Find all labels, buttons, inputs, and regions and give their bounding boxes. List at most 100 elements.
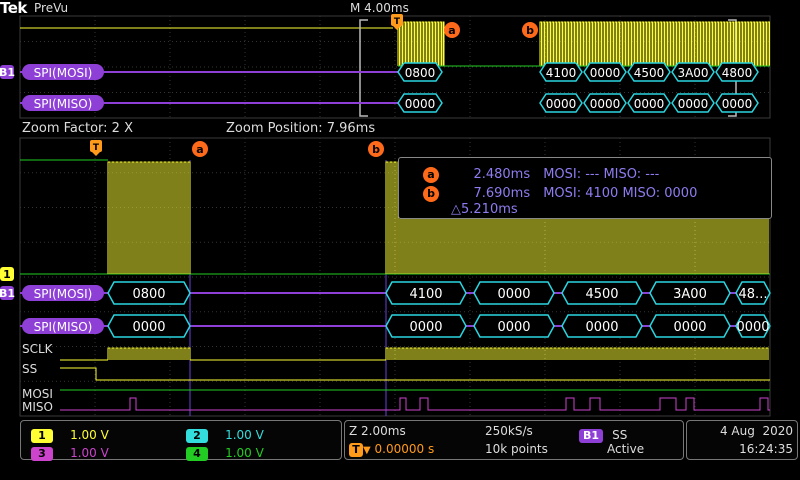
zoom-miso-3-value: 0000 [585,320,618,335]
mosi-digital-label: MOSI [22,387,53,401]
bus-trigger-source[interactable]: B1 SS [579,424,627,443]
overview-cursor-a-letter: a [448,24,455,37]
cursor-b-readout: b 7.690ms MOSI: 4100 MISO: 0000 [423,182,697,202]
timebase-panel[interactable]: Z 2.00ms T▼ 0.00000 s 250kS/s 10k points… [344,420,684,460]
zoom-miso-5-value: 0000 [736,320,769,335]
zoom-factor: Zoom Factor: 2 X [22,121,133,136]
overview-miso-4-value: 0000 [678,97,709,111]
trigger-arrow-icon: ▼ [363,445,371,456]
zoom-miso-2-packet [473,314,555,338]
overview-mosi-4-packet [671,62,715,82]
date: 4 Aug 2020 [719,424,793,438]
ch3-scale[interactable]: 3 1.00 V [31,442,109,461]
ch1-scale-value: 1.00 V [70,428,109,442]
zoom-cursor-b [368,141,384,157]
overview-mosi-1-value: 4100 [546,66,577,80]
zoom-cursor-a-letter: a [196,143,203,156]
zoom-miso-5-packet [735,314,771,338]
sclk-trace [385,347,769,360]
zoom-mosi-5-packet [735,281,771,305]
overview-mosi-2-packet [583,62,627,82]
overview-miso-0-value: 0000 [405,97,436,111]
zoom-miso-4-value: 0000 [673,320,706,335]
overview-miso-3-value: 0000 [634,97,665,111]
zoom-mosi-2-value: 0000 [497,287,530,302]
zoom-ch1-marker [0,267,14,281]
sclk-trace [107,347,191,360]
zoom-timebase: Z 2.00ms [349,424,406,438]
bus-state: Active [607,442,645,456]
ss-label: SS [22,362,37,376]
overview-miso-2-packet [583,93,627,113]
overview-mosi-5-value: 4800 [722,66,753,80]
overview-b1-marker [0,65,14,79]
ch4-scale-value: 1.00 V [225,446,264,460]
ss-trace [60,367,770,381]
ch2-scale-value: 1.00 V [225,428,264,442]
overview-mosi-3-packet [627,62,671,82]
tek-logo: Tek [0,0,27,17]
ch1-scale[interactable]: 1 1.00 V [31,424,109,443]
record-length: 10k points [485,442,548,456]
sample-rate: 250kS/s [485,424,533,438]
overview-cursor-b-letter: b [526,24,534,37]
zoom-miso-3-packet [561,314,643,338]
overview-mosi-0-packet [397,62,443,82]
overview-miso-5-value: 0000 [722,97,753,111]
zoom-mosi-3-packet [561,281,643,305]
overview-miso-1-packet [539,93,583,113]
overview-clock-burst [539,21,770,66]
main-timebase[interactable]: M 4.00ms [350,1,409,15]
overview-trigger-marker [391,14,403,26]
zoom-position: Zoom Position: 7.96ms [226,121,376,136]
zoom-miso-1-packet [385,314,467,338]
zoom-mosi-badge [22,285,104,301]
overview-b1-marker-text: B1 [0,66,15,79]
date-time-panel[interactable]: 4 Aug 2020 16:24:35 [686,420,798,460]
zoom-mosi-4-packet [649,281,731,305]
zoom-mosi-5-value: 48... [739,287,768,302]
zoom-cursor-a [192,141,208,157]
ch2-scale[interactable]: 2 1.00 V [186,424,264,443]
zoom-trigger-marker-letter: T [93,143,100,153]
channel-scale-panel[interactable]: 1 1.00 V 2 1.00 V 3 1.00 V 4 1.00 V [20,420,342,461]
overview-miso-4-packet [671,93,715,113]
ch2-indicator: 2 [186,429,208,443]
overview-miso-0-packet [397,93,443,113]
overview-miso-label: SPI(MISO) [34,97,93,111]
zoom-mosi-0-packet [107,281,191,305]
overview-cursor-b [522,22,538,38]
zoom-miso-4-packet [649,314,731,338]
cursor-delta: △5.210ms [451,202,518,217]
zoom-mosi-3-value: 4500 [585,287,618,302]
acquisition-mode: PreVu [34,1,69,15]
cursor-b-marker: b [423,186,439,202]
overview-miso-badge [22,95,104,111]
zoom-miso-0-value: 0000 [132,320,165,335]
zoom-miso-0-packet [107,314,191,338]
ch3-indicator: 3 [31,447,53,461]
zoom-trigger-marker [90,140,102,152]
overview-mosi-0-value: 0800 [405,66,436,80]
status-bar: 1 1.00 V 2 1.00 V 3 1.00 V 4 1.00 V Z 2.… [0,418,800,480]
zoom-mosi-4-value: 3A00 [673,287,707,302]
zoom-b1-marker [0,286,14,300]
overview-miso-1-value: 0000 [546,97,577,111]
ch4-scale[interactable]: 4 1.00 V [186,442,264,461]
zoom-mosi-label: SPI(MOSI) [34,287,93,301]
overview-mosi-3-value: 4500 [634,66,665,80]
overview-miso-5-packet [715,93,759,113]
zoom-b1-marker-text: B1 [0,287,15,300]
time: 16:24:35 [739,442,793,456]
zoom-cursor-b-letter: b [372,143,380,156]
miso-digital-trace [60,397,770,411]
overview-mosi-badge [22,64,104,80]
zoom-mosi-1-value: 4100 [409,287,442,302]
overview-clock-burst [397,21,445,66]
trigger-position-value: 0.00000 s [374,442,435,456]
zoom-trigger-marker-pointer [92,152,100,156]
zoom-miso-badge [22,318,104,334]
overview-trigger-marker-letter: T [394,17,401,27]
